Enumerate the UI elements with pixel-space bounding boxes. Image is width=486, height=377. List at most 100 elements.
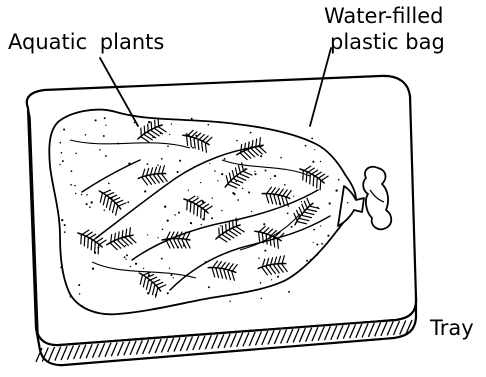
speck <box>254 171 255 172</box>
speck <box>200 182 201 183</box>
speck <box>167 145 169 147</box>
speck <box>313 229 315 231</box>
speck <box>75 153 77 155</box>
speck <box>311 138 313 140</box>
speck <box>237 220 238 221</box>
speck <box>82 305 84 307</box>
speck <box>317 254 318 255</box>
speck <box>110 242 111 243</box>
speck <box>260 282 262 284</box>
speck <box>64 224 66 226</box>
speck <box>317 207 318 208</box>
speck <box>224 158 226 160</box>
speck <box>237 199 239 201</box>
speck <box>248 191 250 193</box>
speck <box>179 160 181 162</box>
speck <box>169 268 170 269</box>
speck <box>250 132 252 134</box>
speck <box>214 170 216 172</box>
speck <box>287 213 289 215</box>
speck <box>248 143 249 144</box>
speck <box>244 168 246 170</box>
speck <box>169 134 170 135</box>
speck <box>208 286 210 288</box>
speck <box>270 178 271 179</box>
speck <box>157 164 159 166</box>
speck <box>177 171 179 173</box>
speck <box>312 161 314 163</box>
speck <box>111 197 113 199</box>
speck <box>81 194 82 195</box>
speck <box>155 294 157 296</box>
speck <box>70 184 72 186</box>
speck <box>320 225 321 226</box>
speck <box>89 206 91 208</box>
speck <box>201 224 202 225</box>
speck <box>251 211 252 212</box>
speck <box>148 274 150 276</box>
speck <box>78 285 79 286</box>
speck <box>280 157 282 159</box>
speck <box>130 163 131 164</box>
speck <box>321 243 323 245</box>
speck <box>221 210 222 211</box>
label-aquatic-plants: Aquatic plants <box>8 30 164 54</box>
speck <box>103 135 105 137</box>
speck <box>232 192 234 194</box>
speck <box>264 250 266 252</box>
speck <box>85 134 87 136</box>
speck <box>212 197 213 198</box>
speck <box>130 266 132 268</box>
speck <box>189 134 190 135</box>
speck <box>301 201 302 202</box>
speck <box>263 263 264 264</box>
speck <box>274 175 276 177</box>
speck <box>135 263 137 265</box>
speck <box>265 170 267 172</box>
speck <box>61 152 63 154</box>
speck <box>316 243 318 245</box>
speck <box>288 291 290 293</box>
speck <box>195 135 197 137</box>
speck <box>104 117 106 119</box>
speck <box>313 242 314 243</box>
speck <box>192 147 194 149</box>
speck <box>105 155 107 157</box>
speck <box>79 293 80 294</box>
speck <box>254 173 256 175</box>
speck <box>259 230 260 231</box>
speck <box>217 180 218 181</box>
speck <box>146 163 148 165</box>
speck <box>250 146 252 148</box>
speck <box>99 180 100 181</box>
speck <box>219 122 221 124</box>
speck <box>108 183 110 185</box>
speck <box>259 151 260 152</box>
speck <box>171 123 172 124</box>
speck <box>134 122 135 123</box>
speck <box>104 209 106 211</box>
speck <box>173 277 174 278</box>
speck <box>62 160 64 162</box>
speck <box>335 189 337 191</box>
speck <box>170 274 172 276</box>
speck <box>271 279 272 280</box>
speck <box>183 244 185 246</box>
speck <box>202 218 204 220</box>
speck <box>148 121 150 123</box>
speck <box>94 252 96 254</box>
speck <box>160 133 161 134</box>
speck <box>75 193 77 195</box>
speck <box>284 184 286 186</box>
speck <box>167 292 169 294</box>
speck <box>305 145 307 147</box>
speck <box>105 124 106 125</box>
speck <box>161 158 163 160</box>
speck <box>329 202 331 204</box>
speck <box>156 191 158 193</box>
speck <box>258 257 260 259</box>
speck <box>164 206 166 208</box>
speck <box>314 149 315 150</box>
speck <box>189 201 191 203</box>
